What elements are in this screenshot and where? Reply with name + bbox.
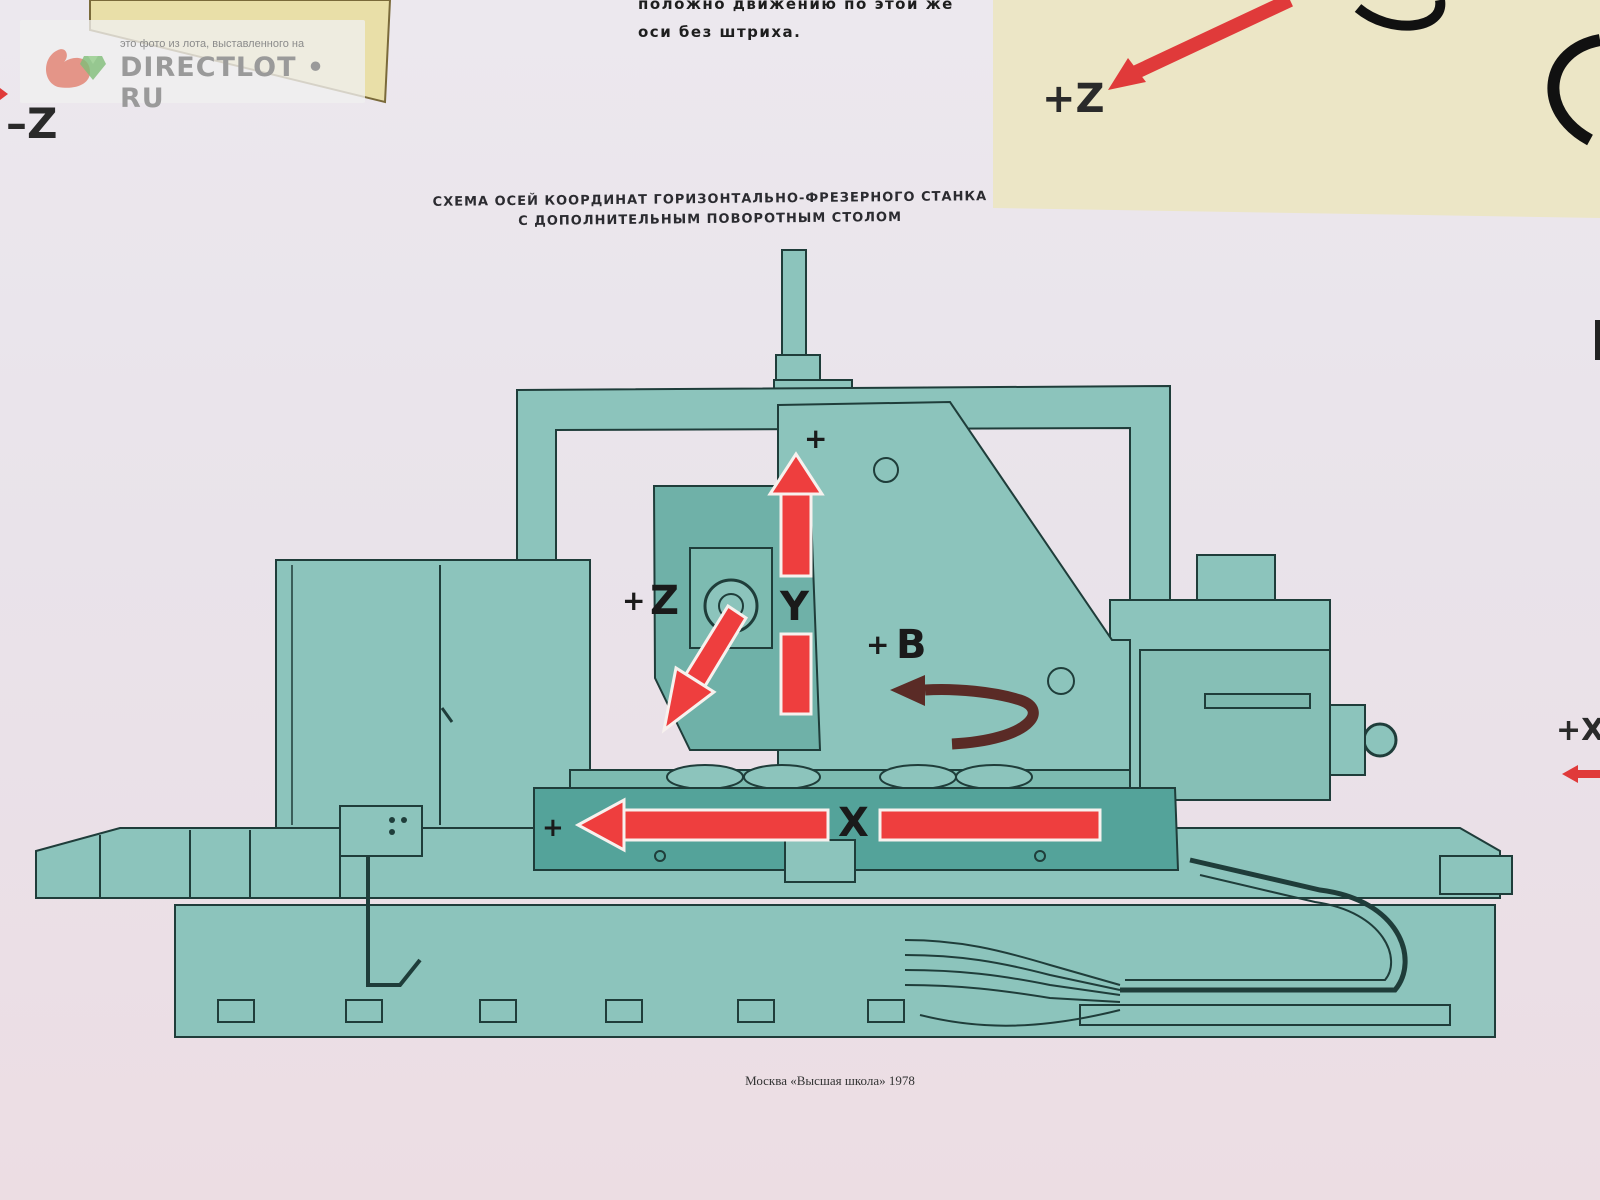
edge-arrow-x-head [1562,765,1578,783]
black-curve-shape-2 [1547,34,1600,146]
pendant-button-3 [389,829,395,835]
edge-arrow-left [0,88,8,100]
b-sign-label: + [866,628,889,661]
diagram-title: СХЕМА ОСЕЙ КООРДИНАТ ГОРИЗОНТАЛЬНО-ФРЕЗЕ… [420,187,1000,233]
y-axis-label: Y [779,584,810,630]
publisher-footer: Москва «Высшая школа» 1978 [745,1073,915,1088]
bed-foot [1079,1004,1451,1026]
edge-arrow-z-head [1108,58,1146,90]
grille [1204,693,1311,709]
pendant-button [389,817,395,823]
column-hole [873,457,899,483]
bed-feet [217,999,905,1023]
b-rotation-arrow [924,684,1039,750]
pendant-box [339,805,423,857]
rail-end [1439,855,1513,895]
yellow-panel-right [993,0,1600,218]
y-arrow-upper [779,486,813,578]
top-note: положно движению по этой же оси без штри… [638,0,968,46]
column-collar [775,354,821,384]
right-housing-2 [1139,649,1331,801]
y-arrow-lower [779,632,813,716]
edge-mark-right [1595,320,1600,360]
pendant-arm [366,856,422,987]
z-axis-label: Z [650,578,679,624]
edge-label-right: +X [1556,713,1600,748]
pendant-button-2 [401,817,407,823]
y-sign-label: + [804,422,827,455]
z-sign-label: + [622,584,645,617]
b-rotation-arrow-head [890,675,925,706]
x-arrow-left [618,808,830,842]
x-sign-label: + [542,813,564,843]
control-cabinet [275,559,591,831]
squirrel-logo-icon [46,49,106,88]
black-curve-shape [1354,0,1446,31]
x-arrow-right [878,808,1102,842]
cable-chain [1120,857,1408,993]
edge-label-left: –Z [6,99,57,148]
watermark: это фото из лота, выставленного на DIREC… [20,20,365,114]
worktable-hole-2 [1034,850,1046,862]
motor-block [1329,704,1366,776]
edge-arrow-z [1127,0,1293,82]
x-arrow-head [574,797,626,853]
z-arrow-head [661,665,717,734]
x-axis-label: X [838,800,869,846]
watermark-caption: это фото из лота, выставленного на [120,38,305,50]
table-bracket [784,839,856,883]
column-shaft [781,249,807,361]
edge-label-top-right: +Z [1042,76,1105,122]
rotary-disks [666,764,1033,790]
cable-wires [904,939,1121,1027]
top-note-line-2: оси без штриха. [638,23,802,41]
column-hole-2 [1047,667,1075,695]
cabinet-handle [440,707,454,723]
motor-circle [1362,722,1398,758]
cable-chain-inner [1125,874,1393,981]
top-note-line-1: положно движению по этой же [638,0,954,13]
b-axis-label: B [896,622,927,668]
watermark-brand: DIRECTLOT • RU [120,52,326,114]
worktable-hole [654,850,666,862]
y-arrow-head [767,451,825,496]
